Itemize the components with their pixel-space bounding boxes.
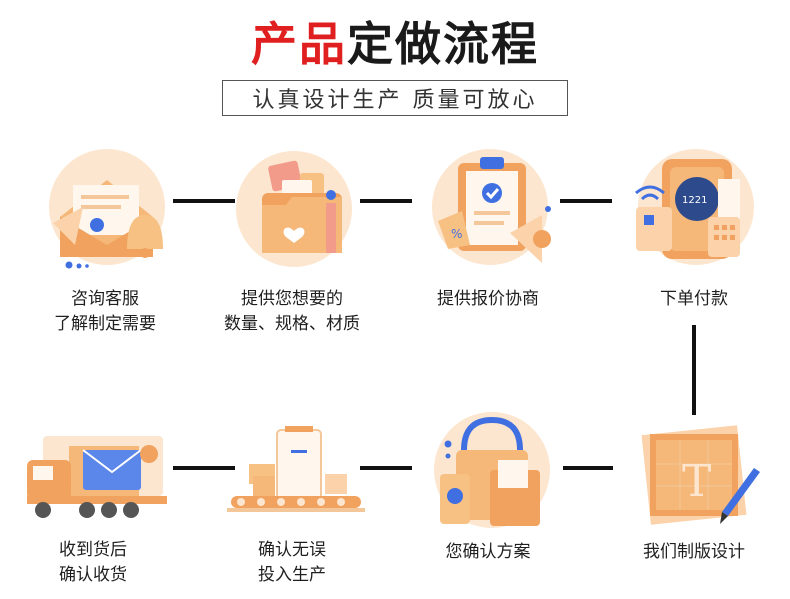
step-receive: 收到货后 确认收货 xyxy=(8,420,178,588)
payment-terminal-icon: 1221 xyxy=(635,149,754,265)
connector-6-7 xyxy=(360,466,412,470)
step-consult: 咨询客服 了解制定需要 xyxy=(20,145,190,337)
connector-2-3 xyxy=(360,199,412,203)
title-accent: 产品 xyxy=(251,17,347,71)
step-confirm-plan-label: 您确认方案 xyxy=(445,542,531,562)
envelope-bell-icon xyxy=(49,149,165,269)
step-payment-label: 下单付款 xyxy=(660,289,728,309)
subtitle-box: 认真设计生产 质量可放心 xyxy=(222,80,568,116)
step-quote-label: 提供报价协商 xyxy=(437,289,539,309)
step-receive-label: 收到货后 确认收货 xyxy=(59,540,127,585)
svg-text:T: T xyxy=(682,456,711,507)
connector-1-2 xyxy=(173,199,235,203)
title-rest: 定做流程 xyxy=(347,17,539,71)
step-provide-specs-label: 提供您想要的 数量、规格、材质 xyxy=(224,289,360,334)
step-production: 确认无误 投入生产 xyxy=(207,420,377,588)
step-confirm-plan: 您确认方案 xyxy=(403,410,573,565)
svg-text:%: % xyxy=(451,227,462,241)
step-quote: % 提供报价协商 xyxy=(403,145,573,312)
step-design: T 我们制版设计 xyxy=(609,420,779,565)
subtitle: 认真设计生产 质量可放心 xyxy=(252,88,538,113)
conveyor-production-icon xyxy=(227,426,365,512)
shopping-bag-icon xyxy=(434,412,550,528)
connector-5-6 xyxy=(563,466,613,470)
connector-4-5 xyxy=(692,325,696,415)
connector-3-4 xyxy=(560,199,612,203)
folder-documents-icon xyxy=(236,151,352,267)
clipboard-megaphone-icon: % xyxy=(432,149,551,265)
step-consult-label: 咨询客服 了解制定需要 xyxy=(54,289,156,334)
step-production-label: 确认无误 投入生产 xyxy=(258,540,326,585)
page-title: 产品定做流程 xyxy=(0,8,790,74)
step-design-label: 我们制版设计 xyxy=(643,542,745,562)
svg-text:1221: 1221 xyxy=(682,195,707,206)
design-pen-icon: T xyxy=(641,425,760,525)
delivery-truck-icon xyxy=(27,436,167,518)
connector-7-8 xyxy=(173,466,235,470)
step-payment: 1221 下单付款 xyxy=(609,145,779,312)
step-provide-specs: 提供您想要的 数量、规格、材质 xyxy=(207,145,377,337)
